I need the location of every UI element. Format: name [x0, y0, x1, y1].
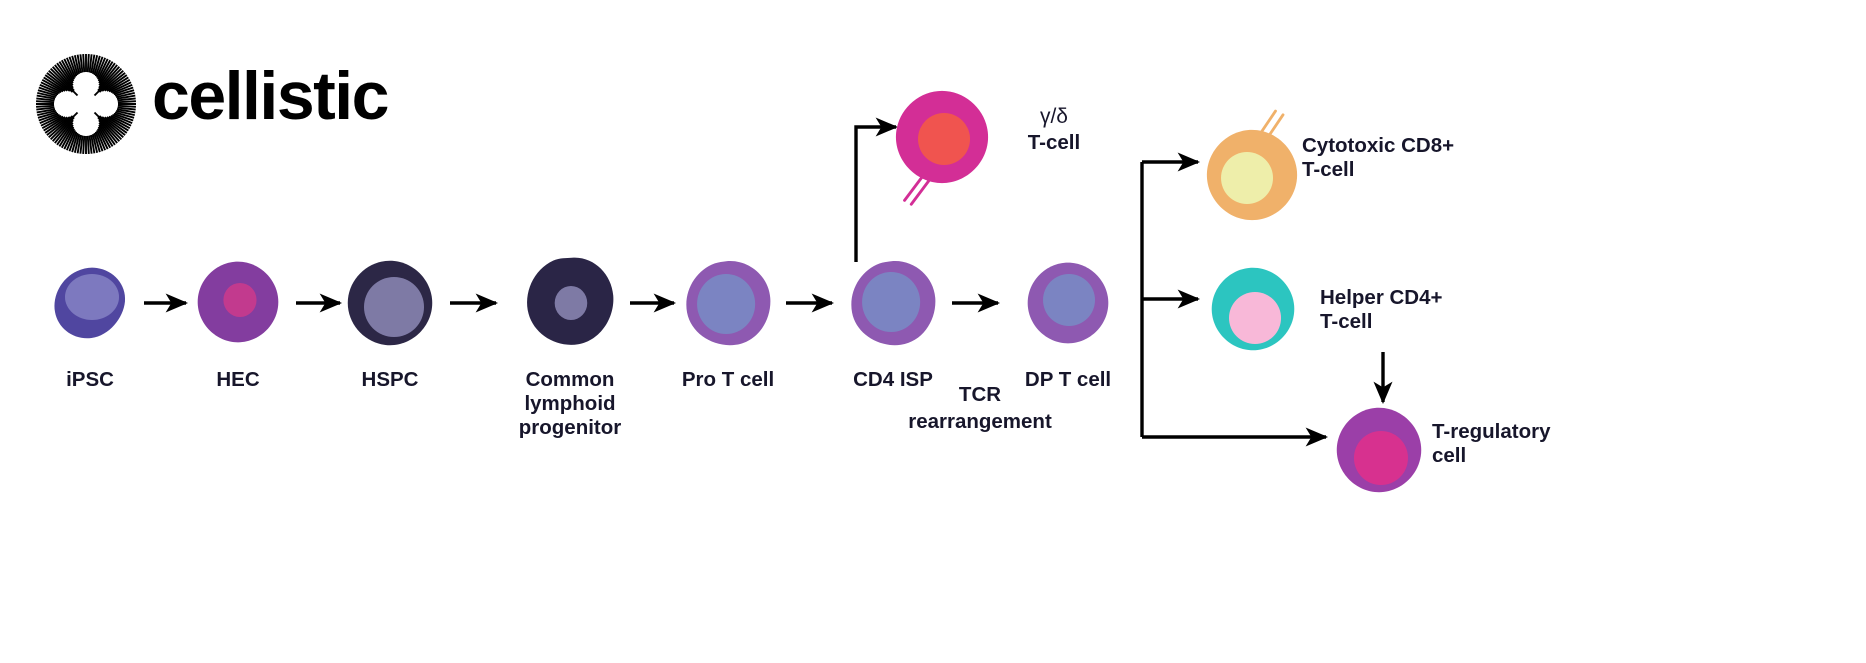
- gamma-delta-name: T-cell: [1027, 130, 1081, 154]
- cell-nucleus: [554, 285, 588, 320]
- cell-hspc: [346, 259, 434, 347]
- brand-wordmark: cellistic: [152, 58, 390, 134]
- cell-nucleus: [1229, 291, 1282, 345]
- cell-nucleus: [223, 282, 257, 317]
- cell-hec: [195, 260, 281, 344]
- cell-common-lymphoid-progenitor: [522, 255, 618, 347]
- cell-cytotoxic-cd8-t-cell: [1205, 109, 1299, 222]
- brand-logo[interactable]: cellistic: [34, 48, 390, 160]
- cell-helper-cd4-t-cell: [1210, 266, 1296, 352]
- cell-t-regulatory-cell: [1335, 406, 1423, 494]
- cell-label-pro-t-cell: Pro T cell: [681, 368, 775, 391]
- cell-nucleus: [64, 274, 120, 320]
- cell-label-t-regulatory-cell: T-regulatory cell: [1432, 420, 1551, 468]
- cell-pro-t-cell: [681, 259, 775, 347]
- cell-label-helper-cd4-t-cell: Helper CD4+ T-cell: [1320, 286, 1443, 334]
- cell-nucleus: [697, 274, 756, 335]
- cell-nucleus: [363, 276, 425, 338]
- arrow-cd4-isp-to-gamma-delta: [854, 117, 899, 262]
- cell-label-cytotoxic-cd8-t-cell: Cytotoxic CD8+ T-cell: [1302, 134, 1455, 182]
- radial-burst-diamond-logo-mark: [36, 54, 136, 154]
- cell-dp-t-cell: [1026, 261, 1110, 345]
- cell-label-cd4-isp: CD4 ISP: [853, 368, 933, 391]
- cell-nucleus: [1043, 274, 1096, 327]
- annotation-tcr-rearrangement: TCR rearrangement: [908, 383, 1052, 433]
- cell-label-ipsc: iPSC: [66, 368, 114, 391]
- cell-label-hspc: HSPC: [361, 368, 419, 391]
- cell-label-common-lymphoid-progenitor: Common lymphoid progenitor: [518, 368, 622, 440]
- cell-gamma-delta-t-cell: [894, 89, 990, 206]
- cell-label-dp-t-cell: DP T cell: [1024, 368, 1112, 391]
- cell-nucleus: [1221, 152, 1274, 204]
- cell-nucleus: [862, 271, 921, 332]
- cell-cd4-isp: [846, 259, 940, 347]
- cell-nucleus: [918, 113, 971, 166]
- cell-ipsc: [52, 265, 128, 341]
- cell-label-hec: HEC: [216, 368, 260, 391]
- cell-nucleus: [1353, 430, 1408, 486]
- gamma-delta-symbol: γ/δ: [1039, 105, 1069, 128]
